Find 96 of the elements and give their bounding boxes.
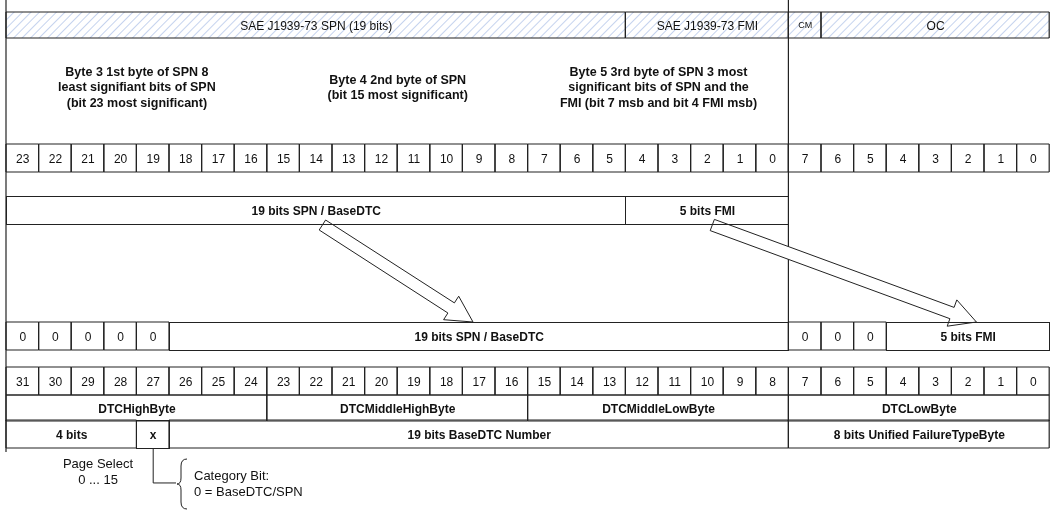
bit-number: 10 — [699, 373, 716, 391]
bit-number: 11 — [667, 373, 683, 391]
bit-number: 17 — [210, 150, 227, 168]
field-cell-text: 19 bits BaseDTC Number — [406, 426, 552, 444]
bit-number: 13 — [341, 150, 357, 168]
field-cell: 19 bits SPN / BaseDTC — [6, 196, 627, 225]
bit-number: 4 — [637, 150, 647, 168]
bit-number: 4 — [898, 150, 908, 168]
bit-value: 0 — [148, 328, 158, 346]
bit-number: 23 — [15, 150, 31, 168]
bit-value: 0 — [18, 328, 28, 346]
bit-number: 0 — [1029, 373, 1038, 391]
bit-number: 27 — [145, 373, 161, 391]
bit-number: 14 — [569, 373, 585, 391]
bit-number: 29 — [80, 373, 96, 391]
field-cell: 5 bits FMI — [625, 196, 790, 225]
bit-value: 0 — [800, 328, 810, 346]
bit-number: 18 — [438, 373, 455, 391]
bit-number: 5 — [605, 150, 614, 168]
bit-number: 21 — [341, 373, 357, 391]
bit-number: 20 — [112, 150, 129, 168]
bit-number: 22 — [47, 150, 64, 168]
bit-number: 1 — [996, 150, 1006, 168]
bit-number: 15 — [275, 150, 292, 168]
bit-number: 30 — [47, 373, 64, 391]
bit-number: 2 — [963, 150, 973, 168]
bit-number: 19 — [145, 150, 161, 168]
note-text: Page Select 0 ... 15 — [61, 456, 135, 489]
bit-number: 19 — [406, 373, 422, 391]
byte-description: Byte 5 3rd byte of SPN 3 most significant bits of SPN and the FMI (bit 7 msb and bit 4 FMI msb) — [558, 64, 759, 112]
leader-line — [152, 448, 177, 484]
bit-number: 6 — [572, 150, 582, 168]
field-cell-text: 4 bits — [55, 426, 89, 444]
bit-value: 0 — [833, 328, 843, 346]
field-cell: x — [136, 420, 170, 449]
bit-number: 6 — [833, 150, 843, 168]
bit-number: 25 — [210, 373, 227, 391]
bit-number: 9 — [474, 150, 484, 168]
bit-number: 6 — [833, 373, 843, 391]
bit-number: 31 — [15, 373, 31, 391]
bit-number: 24 — [243, 373, 259, 391]
bit-number: 0 — [768, 150, 777, 168]
bit-number: 3 — [931, 150, 940, 168]
byte-name: DTCMiddleLowByte — [601, 400, 716, 418]
field-cell: 19 bits SPN / BaseDTC — [169, 322, 790, 351]
field-header: CM — [797, 19, 814, 32]
bit-number: 3 — [670, 150, 680, 168]
bit-number: 8 — [768, 373, 777, 391]
bit-number: 11 — [406, 150, 422, 168]
bit-number: 1 — [735, 150, 745, 168]
bit-number: 0 — [1029, 150, 1038, 168]
bit-number: 5 — [866, 373, 875, 391]
bit-number: 2 — [963, 373, 973, 391]
field-cell: 5 bits FMI — [886, 322, 1051, 351]
bit-number: 16 — [243, 150, 259, 168]
bit-number: 14 — [308, 150, 324, 168]
bit-number: 7 — [800, 150, 810, 168]
bit-number: 7 — [800, 373, 810, 391]
bit-number: 2 — [703, 150, 712, 168]
field-header: SAE J1939-73 SPN (19 bits) — [239, 17, 394, 35]
bit-number: 22 — [308, 373, 324, 391]
note-text: Category Bit: 0 = BaseDTC/SPN — [194, 467, 303, 501]
field-header: SAE J1939-73 FMI — [655, 17, 760, 35]
byte-name: DTCHighByte — [97, 400, 177, 418]
byte-name: DTCLowByte — [880, 400, 958, 418]
bit-number: 17 — [471, 373, 487, 391]
bit-number: 28 — [112, 373, 129, 391]
bit-number: 4 — [898, 373, 908, 391]
bit-number: 12 — [634, 373, 650, 391]
bit-value: 0 — [116, 328, 125, 346]
bit-number: 12 — [373, 150, 390, 168]
bit-number: 16 — [504, 373, 520, 391]
bit-value: 0 — [51, 328, 60, 346]
bit-number: 5 — [866, 150, 875, 168]
block-arrow — [709, 218, 977, 327]
bit-value: 0 — [866, 328, 875, 346]
field-header: OC — [925, 17, 946, 35]
block-arrow — [318, 219, 474, 323]
bit-number: 20 — [373, 373, 390, 391]
bit-number: 1 — [996, 373, 1006, 391]
bit-number: 15 — [536, 373, 553, 391]
bit-number: 23 — [275, 373, 292, 391]
bit-number: 9 — [735, 373, 745, 391]
bit-number: 3 — [931, 373, 940, 391]
bit-number: 21 — [80, 150, 96, 168]
field-cell-text: 8 bits Unified FailureTypeByte — [832, 426, 1006, 444]
bit-value: 0 — [83, 328, 93, 346]
byte-description: Byte 4 2nd byte of SPN (bit 15 most significant) — [326, 71, 469, 104]
bit-number: 26 — [178, 373, 194, 391]
byte-description: Byte 3 1st byte of SPN 8 least signifiant bits of SPN (bit 23 most significant) — [57, 64, 217, 112]
bit-number: 18 — [178, 150, 194, 168]
byte-name: DTCMiddleHighByte — [339, 400, 457, 418]
bit-number: 13 — [601, 373, 618, 391]
bit-number: 7 — [540, 150, 549, 168]
bit-number: 10 — [438, 150, 455, 168]
bit-number: 8 — [507, 150, 517, 168]
